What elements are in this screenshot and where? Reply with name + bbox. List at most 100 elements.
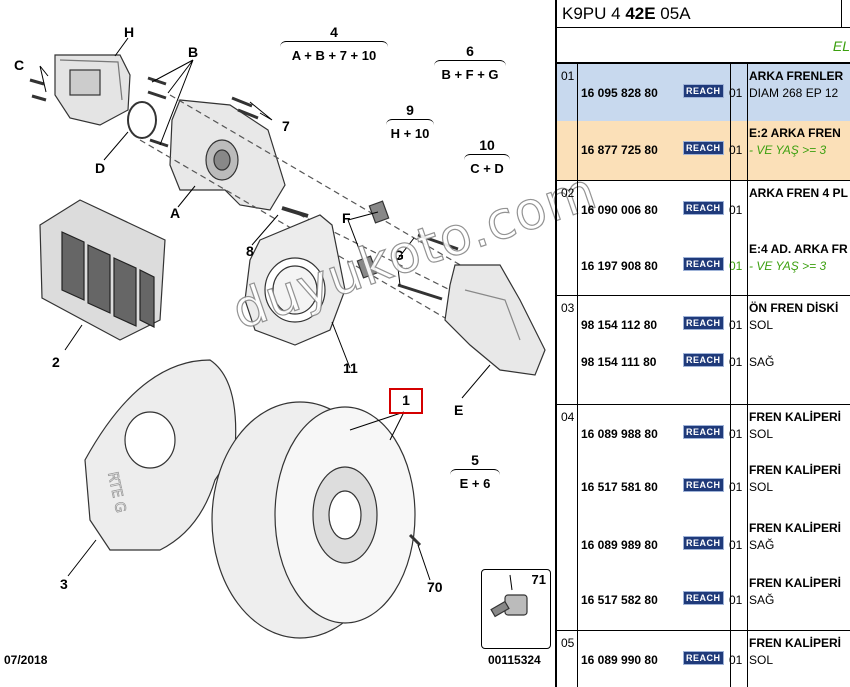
reach-badge[interactable]: REACH — [683, 651, 724, 665]
description-line2: SAĞ — [749, 593, 775, 607]
column-title-bar: EL — [557, 28, 850, 63]
part-label-3: 3 — [60, 576, 68, 592]
part-label-2: 2 — [52, 354, 60, 370]
reach-badge[interactable]: REACH — [683, 353, 724, 367]
kit-expression: H + 10 — [390, 126, 430, 141]
kit-expression: B + F + G — [441, 67, 499, 82]
quantity: 01 — [729, 480, 743, 494]
part-label-b: B — [188, 44, 199, 60]
description-line2: SOL — [749, 653, 774, 667]
part-label-71: 71 — [531, 572, 546, 587]
description-line1: FREN KALİPERİ — [749, 410, 842, 424]
kit-formula-6: 6 B + F + G — [432, 43, 508, 82]
part-71-inset: 71 — [481, 569, 551, 649]
reach-badge[interactable]: REACH — [683, 316, 724, 330]
kit-expression: C + D — [470, 161, 504, 176]
parts-table-row[interactable]: 16 877 725 80 REACH 01 E:2 ARKA FREN - VE YA… — [557, 121, 850, 180]
kit-expression: A + B + 7 + 10 — [291, 48, 377, 63]
model-code-bold: 42E — [625, 4, 656, 23]
description-line2: - VE YAŞ >= 3 — [749, 143, 827, 157]
part-label-1: 1 — [402, 392, 410, 408]
reach-badge[interactable]: REACH — [683, 478, 724, 492]
quantity: 01 — [729, 355, 743, 369]
part-number: 16 517 581 80 — [581, 480, 658, 494]
kit-formula-4: 4 A + B + 7 + 10 — [278, 24, 390, 63]
inset-screw-drawing — [490, 594, 528, 618]
reach-badge[interactable]: REACH — [683, 201, 724, 215]
reach-badge[interactable]: REACH — [683, 84, 724, 98]
description-line1: E:4 AD. ARKA FR — [749, 242, 848, 256]
quantity: 01 — [729, 653, 743, 667]
part-label-d: D — [95, 160, 106, 176]
description-line2: SAĞ — [749, 355, 775, 369]
description-line2: DIAM 268 EP 12 — [749, 86, 839, 100]
quantity: 01 — [729, 259, 743, 273]
quantity: 01 — [729, 318, 743, 332]
part-number: 16 090 006 80 — [581, 203, 658, 217]
part-number: 98 154 111 80 — [581, 355, 657, 369]
reach-badge[interactable]: REACH — [683, 536, 724, 550]
column-divider — [747, 63, 748, 687]
description-line1: FREN KALİPERİ — [749, 576, 842, 590]
kit-formula-9: 9 H + 10 — [384, 102, 436, 141]
part-number: 16 095 828 80 — [581, 86, 658, 100]
quantity: 01 — [729, 427, 743, 441]
reach-badge[interactable]: REACH — [683, 591, 724, 605]
part-number: 16 089 988 80 — [581, 427, 658, 441]
part-label-h: H — [124, 24, 135, 40]
kit-formula-10: 10 C + D — [462, 137, 512, 176]
quantity: 01 — [729, 203, 743, 217]
kit-expression: E + 6 — [459, 476, 491, 491]
group-number: 05 — [561, 636, 575, 650]
kit-formula-5: 5 E + 6 — [448, 452, 502, 491]
diagram-reference: 00115324 — [488, 653, 541, 667]
part-number: 16 517 582 80 — [581, 593, 658, 607]
group-number: 04 — [561, 410, 575, 424]
quantity: 01 — [729, 593, 743, 607]
group-number: 01 — [561, 69, 575, 83]
parts-table-row[interactable]: 98 154 111 80 REACH 01 SAĞ — [557, 333, 850, 404]
reach-badge[interactable]: REACH — [683, 257, 724, 271]
part-label-70: 70 — [427, 579, 443, 595]
group-number: 02 — [561, 186, 575, 200]
kit-number: 4 — [330, 24, 338, 40]
description-line2: SOL — [749, 318, 774, 332]
description-line2: SOL — [749, 480, 774, 494]
part-number: 16 089 990 80 — [581, 653, 658, 667]
parts-list-panel: K9PU 4 42E 05A EL 01 16 095 828 80 REACH 01… — [555, 0, 850, 687]
part-label-11: 11 — [343, 360, 358, 376]
diagram-date: 07/2018 — [4, 653, 48, 667]
parts-table-row[interactable]: 04 16 089 988 80 REACH 01 FREN KALİPERİ SOL — [557, 404, 850, 458]
description-line1: FREN KALİPERİ — [749, 636, 842, 650]
description-line1: E:2 ARKA FREN — [749, 126, 841, 140]
diagram-drawing: RTE G — [29, 37, 546, 639]
description-line2: SOL — [749, 427, 774, 441]
part-label-e: E — [454, 402, 464, 418]
model-code-prefix: K9PU 4 — [562, 4, 626, 23]
part-label-7: 7 — [282, 118, 290, 134]
reach-badge[interactable]: REACH — [683, 425, 724, 439]
description-line2: - VE YAŞ >= 3 — [749, 259, 827, 273]
model-code-suffix: 05A — [655, 4, 691, 23]
column-divider — [730, 63, 731, 687]
quantity: 01 — [729, 86, 743, 100]
highlighted-part-box[interactable]: 1 — [389, 388, 423, 414]
part-label-8: 8 — [246, 243, 254, 259]
reach-badge[interactable]: REACH — [683, 141, 724, 155]
part-number: 16 877 725 80 — [581, 143, 658, 157]
column-divider — [577, 63, 578, 687]
parts-table-row[interactable]: 05 16 089 990 80 REACH 01 FREN KALİPERİ SOL — [557, 630, 850, 687]
part-label-a: A — [170, 205, 181, 221]
description-line1: ÖN FREN DİSKİ — [749, 301, 839, 315]
quantity: 01 — [729, 143, 743, 157]
quantity: 01 — [729, 538, 743, 552]
group-number: 03 — [561, 301, 575, 315]
parts-table-row[interactable]: 16 517 582 80 REACH 01 FREN KALİPERİ SAĞ — [557, 571, 850, 630]
